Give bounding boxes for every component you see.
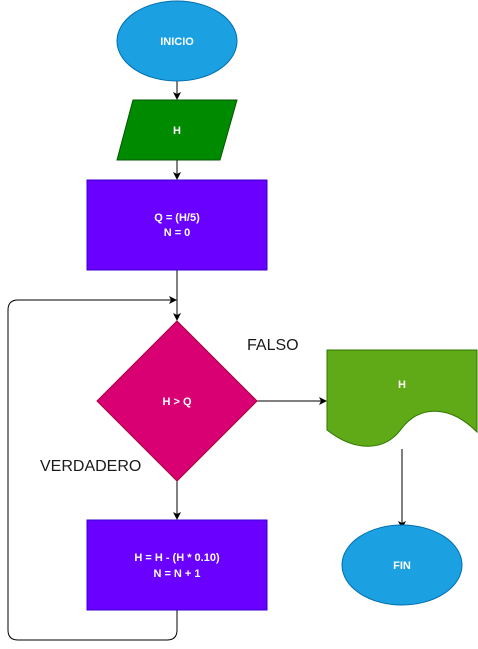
output-label: H — [398, 379, 406, 391]
process-update-rect — [86, 519, 268, 611]
output-document-shape — [326, 349, 478, 447]
end-node[interactable]: FIN — [341, 524, 463, 606]
true-branch-label: VERDADERO — [40, 458, 141, 475]
decision-diamond — [96, 320, 258, 482]
output-node[interactable]: H — [326, 349, 478, 447]
process-node-init[interactable]: Q = (H/5) N = 0 — [86, 179, 268, 271]
process-update-line-1: H = H - (H * 0.10) — [134, 552, 220, 564]
process-node-update[interactable]: H = H - (H * 0.10) N = N + 1 — [86, 519, 268, 611]
false-branch-label: FALSO — [247, 337, 299, 354]
process-init-rect — [86, 179, 268, 271]
decision-label: H > Q — [162, 396, 191, 408]
start-ellipse — [116, 0, 238, 82]
decision-node[interactable]: H > Q — [96, 320, 258, 482]
process-init-line-2: N = 0 — [164, 227, 191, 239]
process-update-line-2: N = N + 1 — [153, 568, 200, 580]
start-label: INICIO — [160, 36, 194, 48]
process-init-line-1: Q = (H/5) — [154, 212, 200, 224]
start-node[interactable]: INICIO — [116, 0, 238, 82]
end-label: FIN — [393, 560, 411, 572]
input-parallelogram — [116, 99, 238, 161]
end-ellipse — [341, 524, 463, 606]
input-node[interactable]: H — [116, 99, 238, 161]
connector-loop-back — [7, 296, 178, 641]
input-label: H — [173, 125, 181, 137]
